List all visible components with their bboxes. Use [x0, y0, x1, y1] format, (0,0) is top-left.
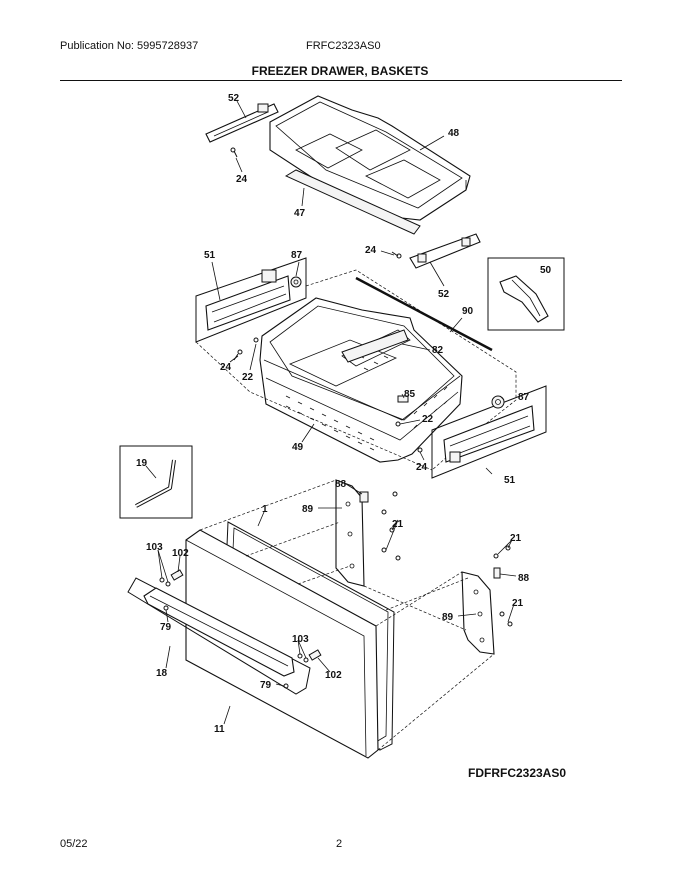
- callout-50[interactable]: 50: [540, 265, 552, 276]
- part-47-basket-slide[interactable]: [284, 169, 421, 235]
- callout-82[interactable]: 82: [432, 345, 444, 356]
- callout-51[interactable]: 51: [204, 250, 216, 261]
- callout-88[interactable]: 88: [335, 479, 347, 490]
- assembly-dashed-guide-upper: [305, 269, 517, 471]
- callout-52[interactable]: 52: [228, 93, 240, 104]
- callout-102[interactable]: 102: [172, 548, 189, 559]
- callout-21[interactable]: 21: [512, 598, 524, 609]
- callout-1[interactable]: 1: [262, 504, 268, 515]
- part-90-rod[interactable]: [355, 276, 493, 352]
- callout-labels: 52 48 24 47 24 52 51 87 50 90 82 22 24 8…: [136, 93, 552, 735]
- part-103-left-fastener[interactable]: [159, 577, 171, 587]
- page-title: FREEZER DRAWER, BASKETS: [251, 64, 429, 78]
- callout-24[interactable]: 24: [365, 245, 377, 256]
- part-21-right-screws[interactable]: [493, 545, 513, 627]
- part-18-door-handle[interactable]: [127, 577, 311, 695]
- callout-19[interactable]: 19: [136, 458, 148, 469]
- callout-24[interactable]: 24: [416, 462, 428, 473]
- part-102-right-cap[interactable]: [308, 649, 322, 661]
- callout-47[interactable]: 47: [294, 208, 306, 219]
- part-49-lower-basket[interactable]: [259, 297, 463, 463]
- part-52-upper-bracket[interactable]: [205, 103, 279, 143]
- part-51-left-slide-assembly[interactable]: [195, 257, 307, 343]
- callout-89[interactable]: 89: [442, 612, 454, 623]
- callout-21[interactable]: 21: [510, 533, 522, 544]
- part-24-screw-lower[interactable]: [391, 251, 402, 259]
- part-89-right-door-bracket[interactable]: [461, 571, 495, 655]
- assembly-dashed-guide-lower: [195, 341, 433, 471]
- publication-number: Publication No: 5995728937: [60, 40, 199, 52]
- part-87-right-wheel[interactable]: [491, 395, 505, 409]
- footer-page-number: 2: [336, 838, 343, 850]
- part-88-left-clip[interactable]: [359, 491, 369, 503]
- callout-22[interactable]: 22: [242, 372, 254, 383]
- part-50-box[interactable]: [487, 257, 565, 331]
- drawing-id: FDFRFC2323AS0: [468, 766, 567, 780]
- part-87-left-wheel[interactable]: [290, 276, 302, 288]
- callout-85[interactable]: 85: [404, 389, 416, 400]
- part-88-right-clip[interactable]: [493, 567, 501, 579]
- callout-79[interactable]: 79: [260, 680, 272, 691]
- callout-18[interactable]: 18: [156, 668, 168, 679]
- leader-lines: [145, 100, 517, 725]
- door-assembly-dashed-guides: [199, 479, 495, 751]
- callout-90[interactable]: 90: [462, 306, 474, 317]
- part-52-lower-bracket[interactable]: [409, 233, 481, 269]
- callout-87[interactable]: 87: [291, 250, 303, 261]
- part-19-box[interactable]: [119, 445, 193, 519]
- callout-79[interactable]: 79: [160, 622, 172, 633]
- callout-24[interactable]: 24: [220, 362, 232, 373]
- callout-11[interactable]: 11: [214, 724, 225, 735]
- callout-87[interactable]: 87: [518, 392, 530, 403]
- callout-103[interactable]: 103: [146, 542, 163, 553]
- title-rule: [60, 80, 622, 81]
- callout-24[interactable]: 24: [236, 174, 248, 185]
- callout-22[interactable]: 22: [422, 414, 434, 425]
- part-48-upper-basket[interactable]: [269, 95, 471, 221]
- model-number: FRFC2323AS0: [306, 40, 381, 52]
- callout-21[interactable]: 21: [392, 519, 404, 530]
- callout-102[interactable]: 102: [325, 670, 342, 681]
- callout-88[interactable]: 88: [518, 573, 530, 584]
- part-24-screw-right[interactable]: [417, 447, 423, 453]
- callout-48[interactable]: 48: [448, 128, 460, 139]
- callout-51[interactable]: 51: [504, 475, 516, 486]
- part-82-divider[interactable]: [341, 329, 409, 363]
- footer-date: 05/22: [60, 838, 88, 850]
- part-24-screw-upper[interactable]: [230, 147, 238, 158]
- callout-89[interactable]: 89: [302, 504, 314, 515]
- callout-103[interactable]: 103: [292, 634, 309, 645]
- part-102-left-cap[interactable]: [170, 569, 184, 581]
- part-51-right-slide-assembly[interactable]: [431, 385, 547, 479]
- part-22-left-screw[interactable]: [253, 337, 259, 343]
- callout-49[interactable]: 49: [292, 442, 304, 453]
- callout-52[interactable]: 52: [438, 289, 450, 300]
